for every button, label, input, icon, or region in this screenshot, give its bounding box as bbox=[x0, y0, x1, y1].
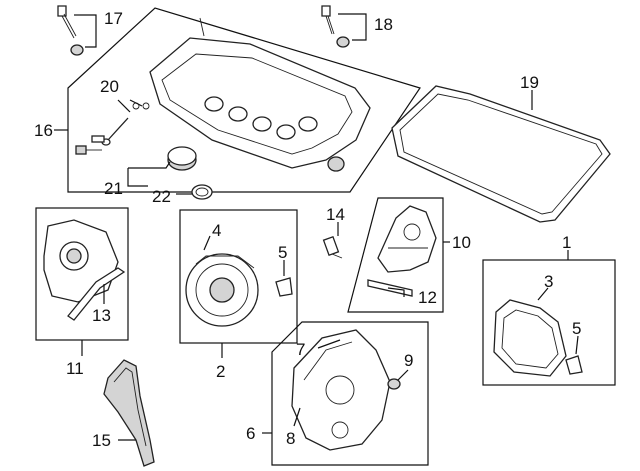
callout-12: 12 bbox=[418, 288, 437, 307]
callout-9: 9 bbox=[404, 351, 413, 370]
callout-7: 7 bbox=[296, 340, 305, 359]
cover-grommet-icon bbox=[387, 378, 401, 390]
callout-3: 3 bbox=[544, 272, 553, 291]
cap-seal-icon bbox=[191, 184, 213, 200]
callout-15: 15 bbox=[92, 431, 111, 450]
timing-belt-icon bbox=[103, 359, 155, 467]
oil-filler-cap-icon bbox=[167, 146, 197, 171]
valve-cover-gasket-icon bbox=[391, 85, 611, 223]
water-pump-group-frame bbox=[179, 209, 298, 344]
callout-14: 14 bbox=[326, 205, 345, 224]
callout-10: 10 bbox=[452, 233, 471, 252]
tensioner-group-frame bbox=[347, 197, 444, 313]
callout-2: 2 bbox=[216, 362, 225, 381]
callout-6: 6 bbox=[246, 424, 255, 443]
upper-cover-group-frame bbox=[482, 259, 616, 386]
callout-8: 8 bbox=[286, 429, 295, 448]
lower-timing-cover-icon bbox=[291, 329, 391, 451]
callout-18: 18 bbox=[374, 15, 393, 34]
cover-clip-icon bbox=[565, 355, 583, 375]
callout-5-pump: 5 bbox=[278, 243, 287, 262]
callout-1: 1 bbox=[562, 233, 571, 252]
callout-21: 21 bbox=[104, 179, 123, 198]
valve-cover-icon bbox=[149, 17, 371, 172]
callout-13: 13 bbox=[92, 306, 111, 325]
belt-tensioner-icon bbox=[377, 205, 437, 273]
water-pump-icon bbox=[185, 253, 259, 327]
callout-11: 11 bbox=[66, 359, 84, 378]
cover-bolt-17-icon bbox=[57, 5, 84, 56]
callout-20: 20 bbox=[100, 77, 119, 96]
rear-timing-cover-icon bbox=[43, 219, 126, 321]
valve-cover-group-frame bbox=[67, 7, 421, 193]
upper-timing-cover-icon bbox=[493, 299, 567, 377]
pump-clip-icon bbox=[275, 277, 293, 297]
pcv-valve-icon bbox=[75, 102, 150, 155]
leader-lines bbox=[54, 13, 579, 441]
callout-16: 16 bbox=[34, 121, 53, 140]
tensioner-bolt-icon bbox=[322, 235, 343, 259]
callout-19: 19 bbox=[520, 73, 539, 92]
callout-17: 17 bbox=[104, 9, 123, 28]
cover-bolt-18-icon bbox=[321, 5, 350, 48]
timing-cover-group-frame bbox=[271, 321, 429, 466]
callout-4: 4 bbox=[212, 221, 221, 240]
callout-5-cover: 5 bbox=[572, 319, 581, 338]
callout-22: 22 bbox=[152, 187, 171, 206]
